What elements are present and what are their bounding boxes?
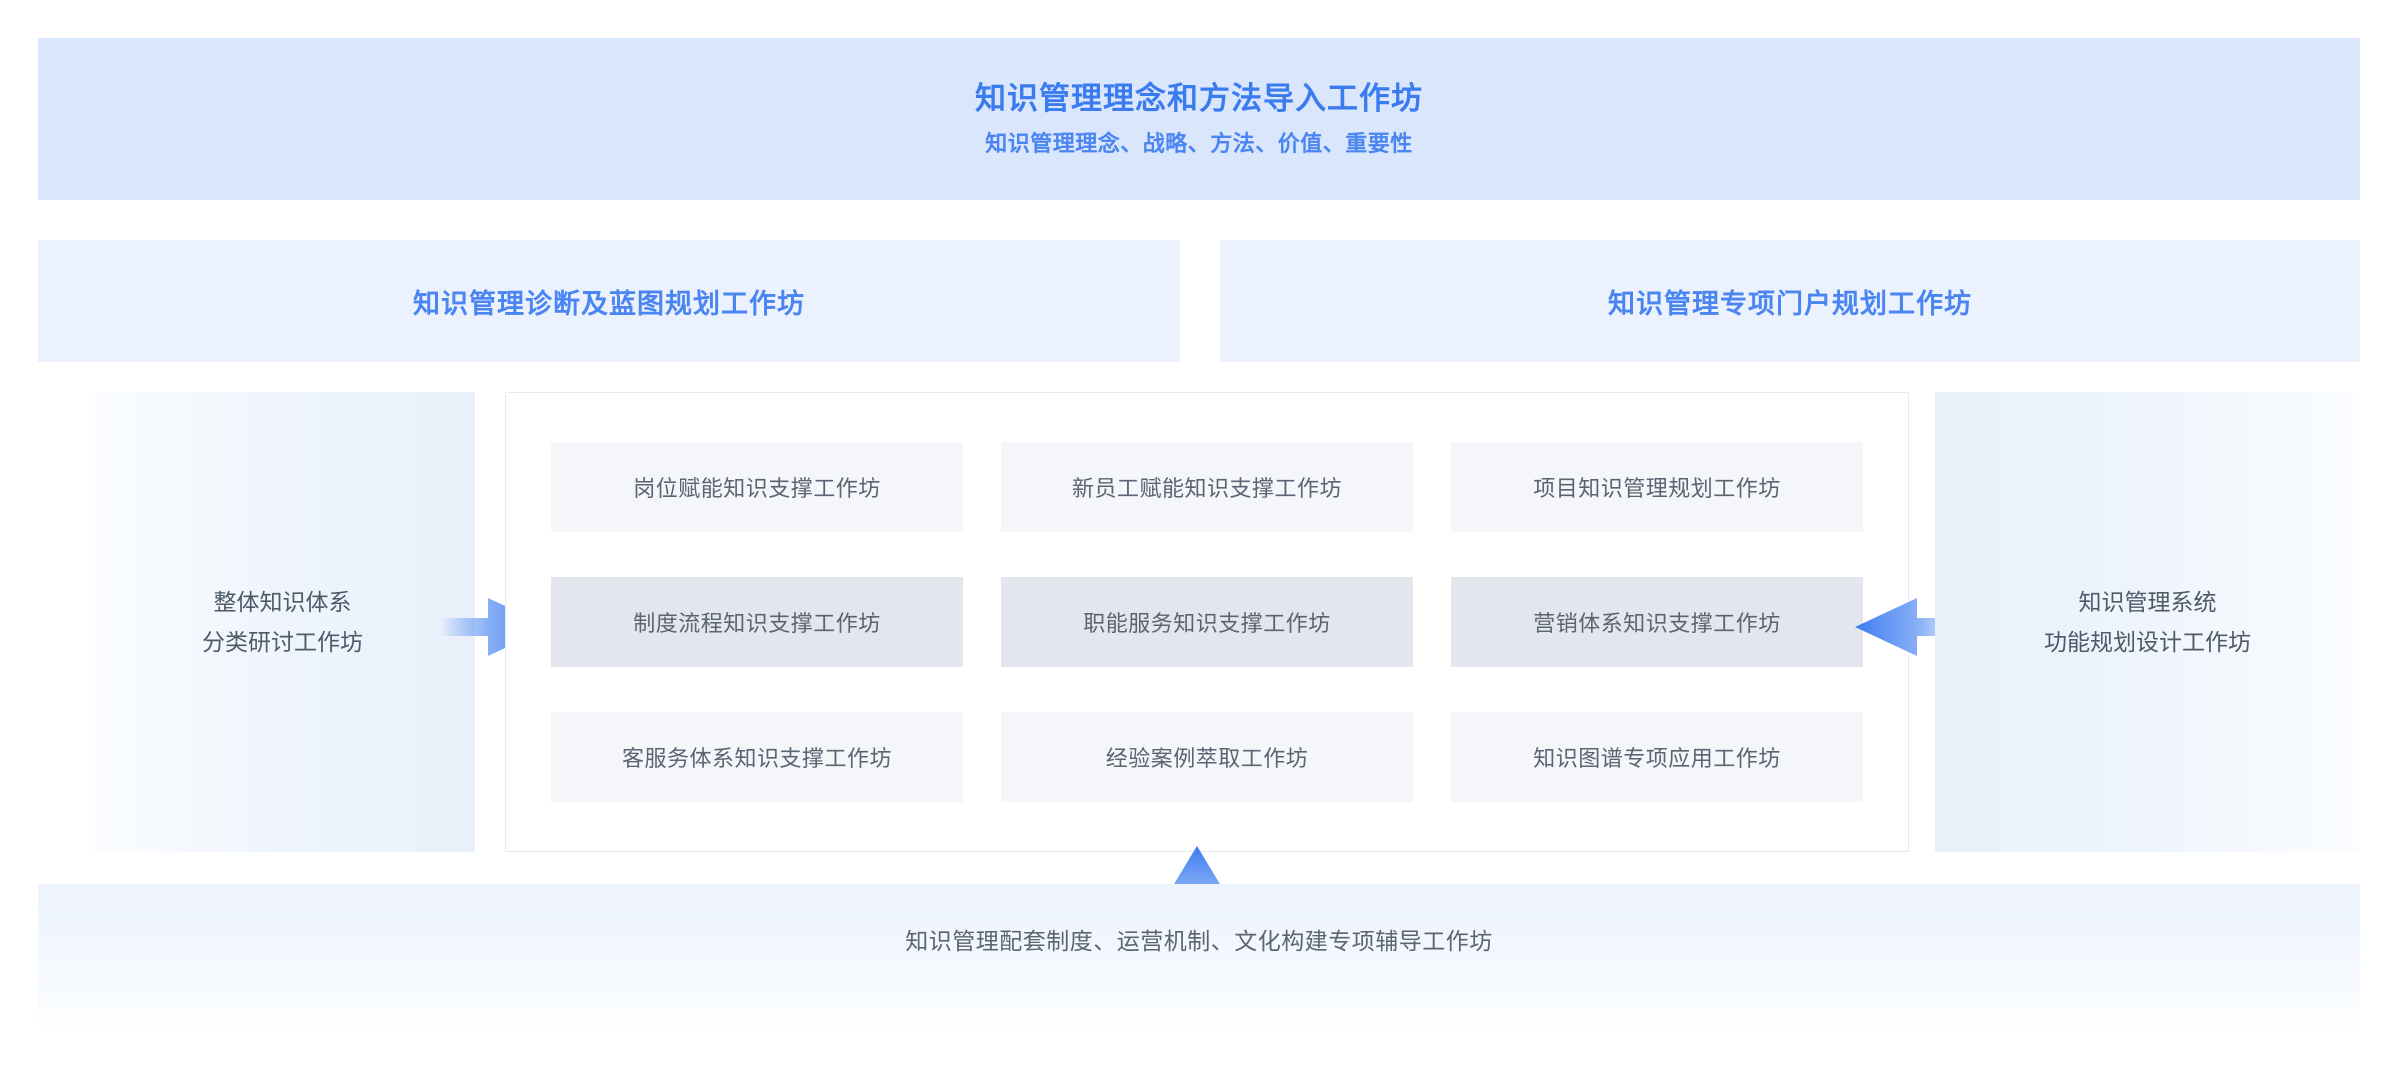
center-workshop-panel: 岗位赋能知识支撑工作坊 新员工赋能知识支撑工作坊 项目知识管理规划工作坊 制度流… [505,392,1909,852]
header-title: 知识管理理念和方法导入工作坊 [975,81,1423,117]
header-subtitle: 知识管理理念、战略、方法、价值、重要性 [985,131,1413,157]
workshop-card-grid: 岗位赋能知识支撑工作坊 新员工赋能知识支撑工作坊 项目知识管理规划工作坊 制度流… [551,442,1863,802]
arrow-left-icon [1855,598,1965,656]
workshop-card[interactable]: 营销体系知识支撑工作坊 [1451,577,1863,667]
side-panel-right[interactable]: 知识管理系统 功能规划设计工作坊 [1935,392,2360,852]
bottom-support-label: 知识管理配套制度、运营机制、文化构建专项辅导工作坊 [905,928,1493,954]
workshop-card[interactable]: 制度流程知识支撑工作坊 [551,577,963,667]
workshop-card[interactable]: 经验案例萃取工作坊 [1001,712,1413,802]
workshop-card[interactable]: 客服务体系知识支撑工作坊 [551,712,963,802]
workshop-card[interactable]: 知识图谱专项应用工作坊 [1451,712,1863,802]
side-panel-right-label: 知识管理系统 功能规划设计工作坊 [2044,588,2251,655]
side-panel-left-label: 整体知识体系 分类研讨工作坊 [202,588,363,655]
workshop-card[interactable]: 职能服务知识支撑工作坊 [1001,577,1413,667]
program-box-diagnosis[interactable]: 知识管理诊断及蓝图规划工作坊 [38,240,1180,362]
workshop-card[interactable]: 岗位赋能知识支撑工作坊 [551,442,963,532]
workshop-card[interactable]: 新员工赋能知识支撑工作坊 [1001,442,1413,532]
program-box-portal[interactable]: 知识管理专项门户规划工作坊 [1220,240,2360,362]
bottom-support-bar[interactable]: 知识管理配套制度、运营机制、文化构建专项辅导工作坊 [38,884,2360,1032]
side-panel-left[interactable]: 整体知识体系 分类研讨工作坊 [90,392,475,852]
header-banner: 知识管理理念和方法导入工作坊 知识管理理念、战略、方法、价值、重要性 [38,38,2360,200]
program-label: 知识管理诊断及蓝图规划工作坊 [413,288,805,319]
program-label: 知识管理专项门户规划工作坊 [1608,288,1972,319]
workshop-card[interactable]: 项目知识管理规划工作坊 [1451,442,1863,532]
arrow-right-icon [440,598,550,656]
